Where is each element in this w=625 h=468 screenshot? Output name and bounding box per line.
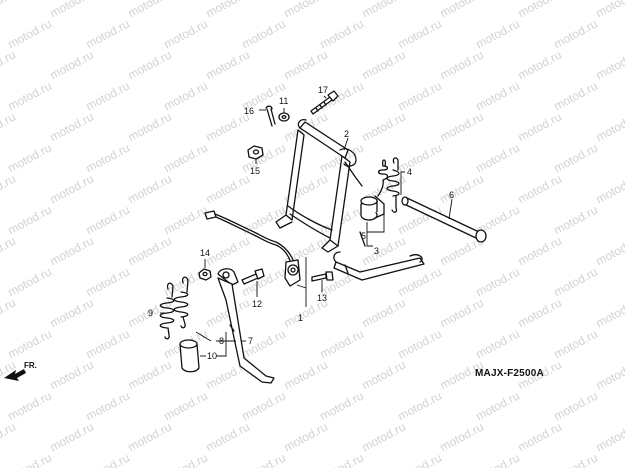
spring-9 — [159, 282, 175, 340]
callout-3: 3 — [374, 246, 379, 256]
front-arrow-icon: FR. — [4, 361, 37, 381]
callout-9: 9 — [148, 308, 153, 318]
callout-11: 11 — [279, 96, 288, 106]
bolt-12 — [241, 268, 265, 285]
pivot-shaft-6 — [401, 196, 487, 243]
nut-15 — [247, 145, 264, 160]
leader-lines — [160, 95, 453, 357]
callout-8: 8 — [219, 336, 224, 346]
collar-5 — [360, 195, 385, 221]
callout-4: 4 — [407, 167, 412, 177]
side-stand-switch-1 — [204, 210, 301, 287]
callout-labels: 1 2 3 4 5 6 7 8 9 10 11 12 13 14 15 16 1… — [148, 85, 454, 361]
callout-16: 16 — [244, 106, 254, 116]
callout-5: 5 — [361, 231, 366, 241]
callout-12: 12 — [252, 299, 262, 309]
callout-7: 7 — [248, 336, 253, 346]
callout-13: 13 — [317, 293, 327, 303]
callout-1: 1 — [298, 313, 303, 323]
bolt-17 — [310, 90, 339, 115]
callout-17: 17 — [318, 85, 328, 95]
direction-label: FR. — [24, 361, 37, 370]
callout-15: 15 — [250, 166, 260, 176]
collar-10 — [179, 339, 200, 373]
spring-3 — [377, 159, 389, 197]
diagram-code: MAJX-F2500A — [475, 368, 544, 379]
callout-6: 6 — [449, 190, 454, 200]
callout-14: 14 — [200, 248, 210, 258]
washer-11 — [278, 112, 290, 122]
nut-14 — [198, 268, 212, 281]
callout-10: 10 — [207, 351, 217, 361]
front-direction-marker: FR. — [2, 356, 46, 384]
cotter-pin-16 — [265, 105, 276, 127]
callout-2: 2 — [344, 129, 349, 139]
side-stand-7 — [217, 268, 275, 384]
spring-4 — [386, 157, 400, 213]
spring-8 — [173, 276, 189, 329]
bolt-13 — [311, 271, 334, 282]
main-stand — [275, 118, 425, 281]
